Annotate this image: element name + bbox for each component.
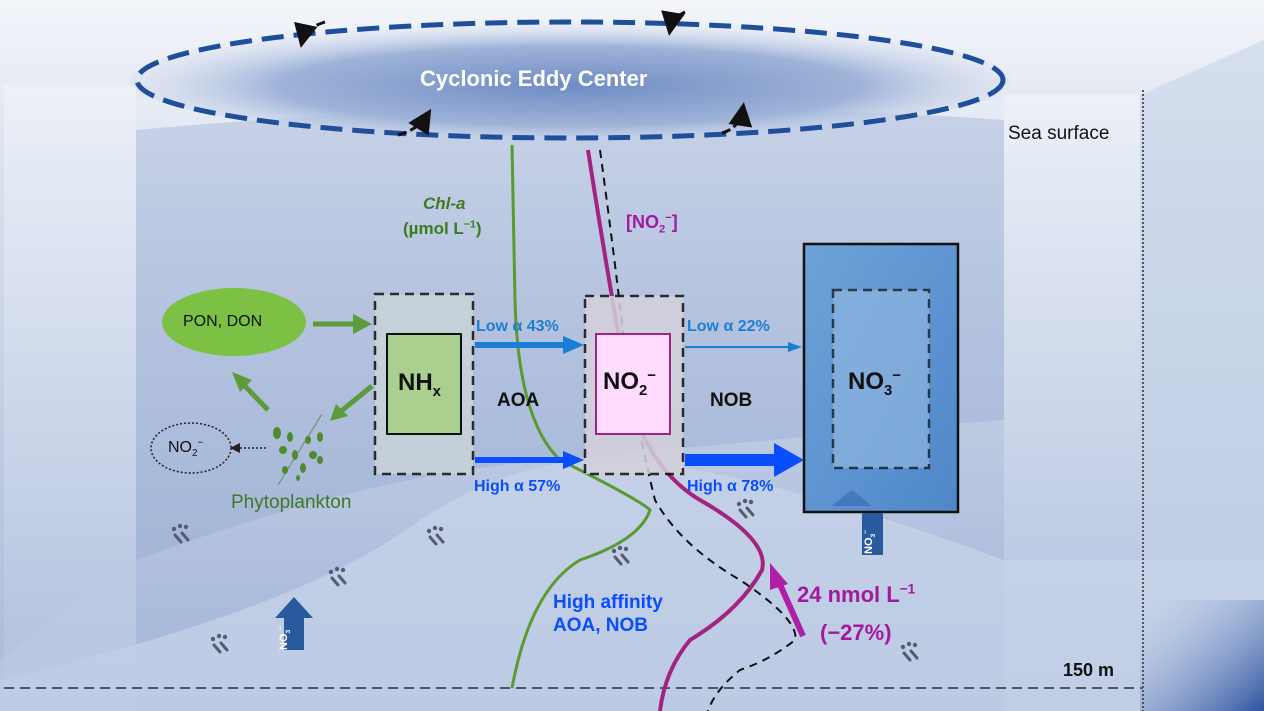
nhx-to-phyto-arrow xyxy=(338,384,374,414)
no2-change-value: 24 nmol L−1 xyxy=(797,581,916,607)
no2-change-percent: (−27%) xyxy=(820,620,892,645)
no3-upwelling-arrow xyxy=(275,597,313,650)
right-back-wall xyxy=(1140,40,1264,711)
chla-unit-label: (µmol L−1) xyxy=(403,218,482,238)
nob-low-alpha-label: Low α 22% xyxy=(687,318,770,335)
reference-no2-profile-line xyxy=(599,149,797,711)
phytoplankton-icon xyxy=(273,413,323,486)
circulation-arrow-1 xyxy=(294,20,326,48)
no3-node xyxy=(831,288,931,470)
nhx-node xyxy=(386,333,462,435)
microbe-cluster-icon xyxy=(171,523,190,544)
no2-node xyxy=(595,333,671,435)
microbe-cluster-icon xyxy=(900,641,919,662)
isopycnal-dome xyxy=(0,459,1264,711)
no3-supply-label: NO3− xyxy=(862,529,878,554)
microbe-cluster-icon xyxy=(426,525,445,546)
no2-label: NO2− xyxy=(603,368,656,399)
pon-don-label: PON, DON xyxy=(183,313,263,330)
nob-label: NOB xyxy=(710,390,753,411)
sea-surface-label: Sea surface xyxy=(1008,123,1110,144)
chla-label: Chl-a xyxy=(423,194,466,213)
circulation-arrow-2 xyxy=(661,10,686,36)
circulation-arrow-3 xyxy=(397,108,432,137)
depth-label: 150 m xyxy=(1063,660,1115,680)
aoa-low-alpha-label: Low α 43% xyxy=(476,318,559,335)
microbe-clusters xyxy=(171,498,919,662)
nob-high-alpha-label: High α 78% xyxy=(687,478,774,495)
microbe-cluster-icon xyxy=(611,545,630,566)
no2-profile-label: [NO2−] xyxy=(626,212,678,236)
microbe-cluster-icon xyxy=(328,566,347,587)
microbe-cluster-icon xyxy=(210,633,229,654)
no2-decrease-arrow xyxy=(775,578,806,638)
eddy-fill xyxy=(130,20,1010,140)
microbe-cluster-icon xyxy=(736,498,755,519)
left-dome-face xyxy=(0,570,136,711)
aoa-label: AOA xyxy=(497,390,540,411)
eddy-title: Cyclonic Eddy Center xyxy=(420,66,648,91)
no3-label: NO3− xyxy=(848,368,901,399)
chla-profile-line xyxy=(510,144,652,689)
phyto-to-pon-arrow xyxy=(240,381,270,412)
no2-release-label: NO2− xyxy=(168,437,204,460)
pon-don-node xyxy=(162,288,306,356)
aoa-high-alpha-label: High α 57% xyxy=(474,478,561,495)
nhx-label: NHx xyxy=(398,369,441,400)
eddy-boundary xyxy=(134,19,1006,141)
no3-upwelling-label: NO3− xyxy=(277,625,293,650)
phytoplankton-label: Phytoplankton xyxy=(231,492,352,513)
corner-shade xyxy=(1140,600,1264,711)
no3-supply-arrow-stem xyxy=(862,513,883,555)
circulation-arrow-4 xyxy=(721,102,753,135)
no3-supply-arrow-head xyxy=(832,490,872,506)
upper-water-band xyxy=(136,107,1004,560)
